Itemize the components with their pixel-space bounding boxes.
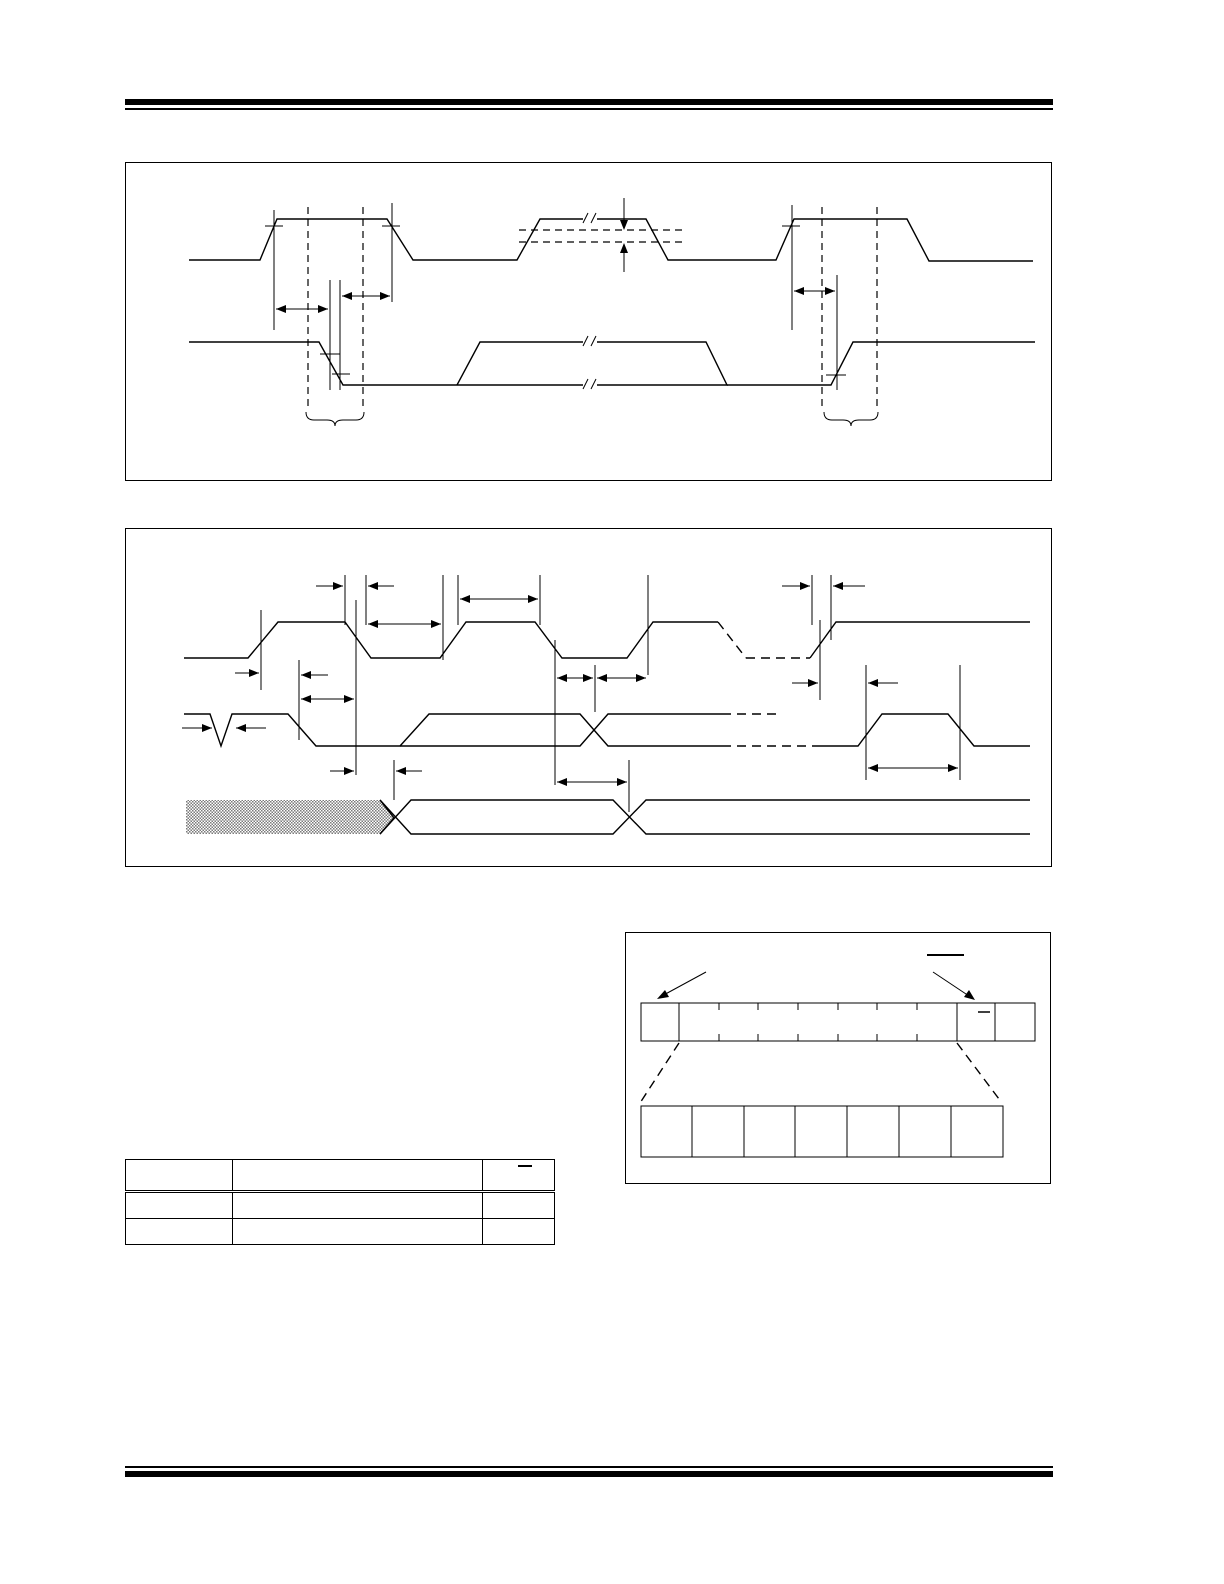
arrow-left-icon xyxy=(236,724,246,732)
table-header-row xyxy=(125,1159,555,1193)
arrow-right-icon xyxy=(344,695,354,703)
break-mark-sda-lower xyxy=(582,378,597,390)
arrow-right-icon xyxy=(344,767,354,775)
arrow-right-icon xyxy=(583,674,593,682)
footer-rule-thin xyxy=(125,1466,1053,1468)
operation-table xyxy=(125,1159,555,1245)
arrow-right-icon xyxy=(800,582,810,590)
table-cell xyxy=(482,1191,555,1219)
scl-waveform-left xyxy=(189,218,583,261)
bus-timing-start-stop-figure xyxy=(125,162,1052,481)
scl-waveform-continuation xyxy=(717,621,747,659)
table-cell xyxy=(125,1218,233,1245)
data-timing-waveforms xyxy=(182,575,1030,835)
sda-in-waveform xyxy=(184,713,722,749)
arrow-right-icon xyxy=(202,724,212,732)
arrow-down-left-icon xyxy=(657,990,669,999)
break-mark-scl xyxy=(582,212,597,224)
arrow-up-icon xyxy=(620,243,628,253)
arrow-right-icon xyxy=(333,582,343,590)
arrow-left-icon xyxy=(276,305,286,313)
control-byte-diagram xyxy=(639,954,1036,1158)
arrow-left-icon xyxy=(396,767,406,775)
table-cell xyxy=(232,1191,483,1219)
arrow-right-icon xyxy=(380,292,390,300)
arrow-right-icon xyxy=(431,620,441,628)
undefined-data-region xyxy=(186,800,394,834)
arrow-right-icon xyxy=(808,679,818,687)
sda-waveform-left xyxy=(189,341,583,386)
arrow-down-right-icon xyxy=(964,990,975,1000)
header-rule-thick xyxy=(125,99,1053,105)
arrow-left-icon xyxy=(868,764,878,772)
arrow-left-icon xyxy=(460,595,470,603)
brace-stop-condition xyxy=(823,411,879,427)
arrow-left-icon xyxy=(342,292,352,300)
table-header-cell xyxy=(232,1159,483,1193)
table-row xyxy=(125,1191,555,1219)
start-stop-waveforms xyxy=(189,198,1035,427)
table-row xyxy=(125,1218,555,1245)
break-mark-sda-upper xyxy=(582,335,597,347)
arrow-right-icon xyxy=(249,669,259,677)
expanded-bit-fields xyxy=(640,1105,1004,1158)
table-cell xyxy=(125,1191,233,1219)
arrow-left-icon xyxy=(557,778,567,786)
arrow-right-icon xyxy=(617,778,627,786)
arrow-right-icon xyxy=(948,764,958,772)
overline-mark xyxy=(518,1165,532,1167)
arrow-left-icon xyxy=(301,695,311,703)
arrow-left-icon xyxy=(597,674,607,682)
scl-waveform xyxy=(184,621,718,659)
table-header-cell xyxy=(482,1159,555,1193)
sda-waveform-end xyxy=(727,341,1035,386)
arrow-left-icon xyxy=(368,582,378,590)
arrow-left-icon xyxy=(557,674,567,682)
arrow-left-icon xyxy=(868,679,878,687)
table-cell xyxy=(482,1218,555,1245)
scl-waveform-mid xyxy=(597,218,1033,262)
arrow-left-icon xyxy=(301,671,311,679)
arrow-right-icon xyxy=(318,305,328,313)
expansion-line-left xyxy=(639,1042,680,1104)
arrow-left-icon xyxy=(368,620,378,628)
arrow-right-icon xyxy=(636,674,646,682)
arrow-left-icon xyxy=(794,287,804,295)
arrow-right-icon xyxy=(528,595,538,603)
table-header-cell xyxy=(125,1159,233,1193)
control-byte-format-figure xyxy=(625,932,1051,1184)
arrow-left-icon xyxy=(833,582,843,590)
table-cell xyxy=(232,1218,483,1245)
bus-timing-data-figure xyxy=(125,528,1052,867)
arrow-right-icon xyxy=(825,287,835,295)
footer-rule-thick xyxy=(125,1471,1053,1477)
expansion-line-right xyxy=(956,1042,1003,1104)
arrow-down-icon xyxy=(620,220,628,230)
sda-waveform-right xyxy=(597,341,729,386)
header-rule-thin xyxy=(125,108,1053,110)
brace-start-condition xyxy=(305,411,365,427)
sda-waveform-upper xyxy=(456,341,583,386)
